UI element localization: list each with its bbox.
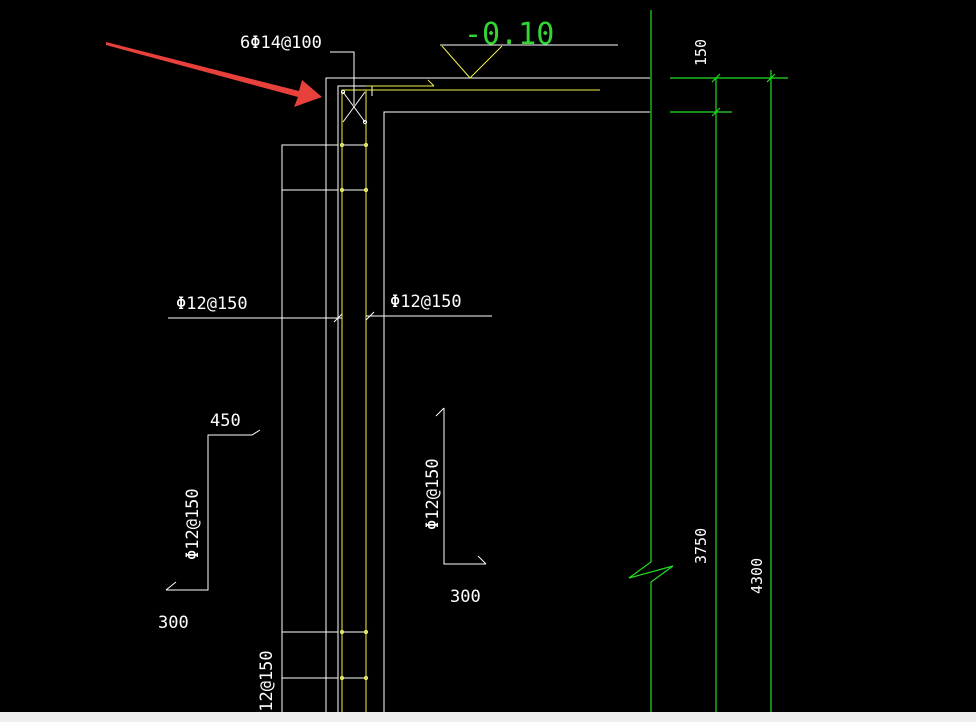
elevation-marker: -0.10	[440, 17, 618, 79]
bottom-scroll-strip[interactable]	[0, 712, 976, 722]
rebar-lines	[339, 79, 600, 722]
top-rebar-callout: 6Φ14@100	[240, 33, 355, 105]
dimension-lines: 150 3750 4300	[628, 10, 788, 722]
top-rebar-label: 6Φ14@100	[240, 33, 322, 53]
red-arrow-icon	[106, 42, 322, 107]
left-bar-label: Φ12@150	[176, 294, 248, 314]
middle-bent-bar-shape: Φ12@150 300	[423, 407, 487, 607]
left-vertical-label: Φ12@150	[183, 488, 203, 560]
dim-top-label: 150	[692, 39, 710, 66]
bottom-left-vertical-label: Φ12@150	[257, 650, 277, 722]
right-bar-label: Φ12@150	[390, 292, 462, 312]
dim-right-label: 4300	[748, 558, 766, 594]
elevation-label: -0.10	[464, 17, 554, 52]
left-bent-bar-shape: 450 Φ12@150 300	[158, 411, 261, 633]
concrete-outline	[281, 77, 650, 722]
mid-vertical-label: Φ12@150	[423, 458, 443, 530]
left-bottom-length: 300	[158, 613, 189, 633]
left-hook-length: 450	[210, 411, 241, 431]
mid-bottom-length: 300	[450, 587, 481, 607]
dim-mid-label: 3750	[692, 528, 710, 564]
horizontal-bar-callouts: Φ12@150 Φ12@150	[168, 292, 492, 323]
